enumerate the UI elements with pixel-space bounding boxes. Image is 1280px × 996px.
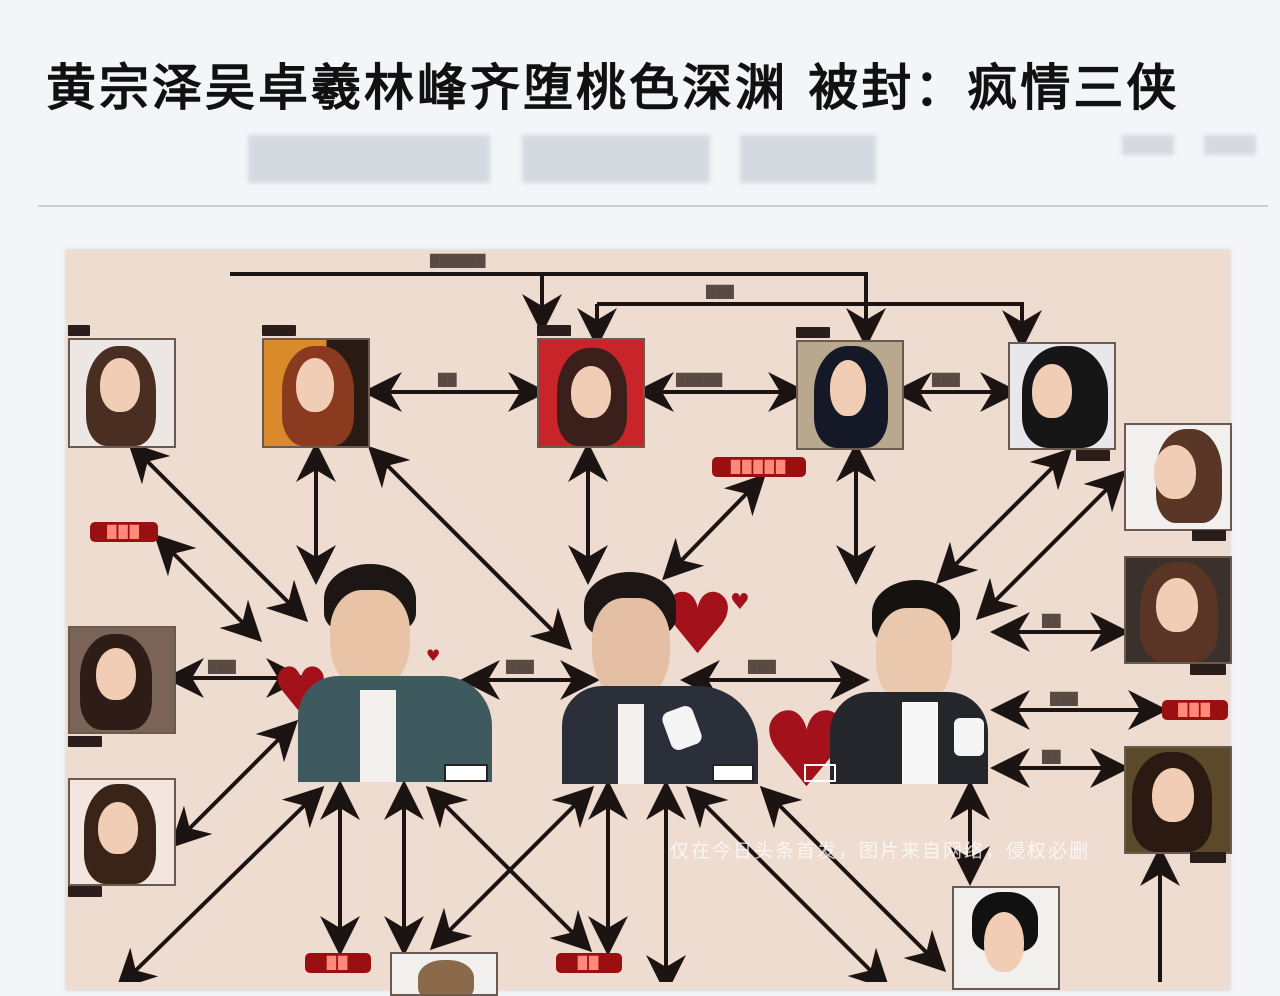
name-woman-8: ███ (1190, 852, 1226, 863)
article-title: 黄宗泽吴卓羲林峰齐堕桃色深渊 被封：疯情三侠 (46, 58, 1180, 117)
label-right-tag: ███ (1050, 692, 1078, 706)
name-woman-1: ██ (68, 325, 90, 336)
blurred-meta-action-2 (1204, 135, 1256, 155)
label-left-w10: ███ (208, 660, 236, 674)
label-w2-w3: ██ (438, 373, 457, 387)
heart-icon: ♥ (780, 713, 793, 729)
photo-man-center (562, 572, 758, 784)
header-divider (38, 205, 1268, 207)
name-woman-6: ███ (1192, 530, 1226, 541)
photo-woman-5 (1008, 342, 1116, 450)
label-w3-w4: █████ (676, 373, 723, 387)
name-tag-man-left: ███ (444, 764, 488, 782)
name-woman-5: ███ (1076, 450, 1110, 461)
red-tag-bottom-center: ██ (556, 953, 622, 973)
name-woman-10: ███ (68, 736, 102, 747)
name-woman-4: ███ (796, 327, 830, 338)
photo-woman-2 (262, 338, 370, 448)
blurred-meta-date (522, 135, 710, 183)
photo-woman-3 (537, 338, 645, 448)
red-tag-bottom-left: ██ (305, 953, 371, 973)
photo-woman-10 (68, 626, 176, 734)
red-tag-right: ███ (1162, 700, 1228, 720)
name-tag-man-right: ██ (804, 764, 836, 782)
photo-woman-9 (952, 886, 1060, 990)
name-woman-7: ███ (1190, 664, 1226, 675)
red-tag-left: ███ (90, 522, 158, 542)
photo-woman-1 (68, 338, 176, 448)
label-men-center-right: ███ (748, 660, 776, 674)
heart-icon: ♥ (426, 646, 441, 665)
blurred-meta-author (248, 135, 490, 183)
name-woman-2: ███ (262, 325, 296, 336)
name-woman-11: ███ (68, 886, 102, 897)
photo-woman-4 (796, 340, 904, 450)
photo-man-left (298, 560, 492, 782)
name-woman-3: ███ (537, 325, 571, 336)
label-w4-w5: ███ (932, 373, 960, 387)
photo-woman-7 (1124, 556, 1232, 664)
heart-icon: ♥ (730, 590, 750, 615)
label-right-w7: ██ (1042, 614, 1061, 628)
label-top-connector: ██████ (430, 254, 486, 268)
name-tag-man-center: ███ (712, 764, 754, 782)
label-men-left-center: ███ (506, 660, 534, 674)
photo-man-right (830, 580, 988, 784)
blurred-meta-action-1 (1122, 135, 1174, 155)
photo-woman-11 (68, 778, 176, 886)
photo-woman-8 (1124, 746, 1232, 854)
watermark: 仅在今日头条首发，图片来自网络，侵权必删 (670, 840, 1091, 862)
photo-woman-6 (1124, 423, 1232, 531)
label-right-w9: ██ (1042, 750, 1061, 764)
blurred-meta-source (740, 135, 876, 183)
red-tag-center: █████ (712, 457, 806, 477)
photo-woman-12 (390, 952, 498, 996)
label-second-connector: ███ (706, 285, 734, 299)
